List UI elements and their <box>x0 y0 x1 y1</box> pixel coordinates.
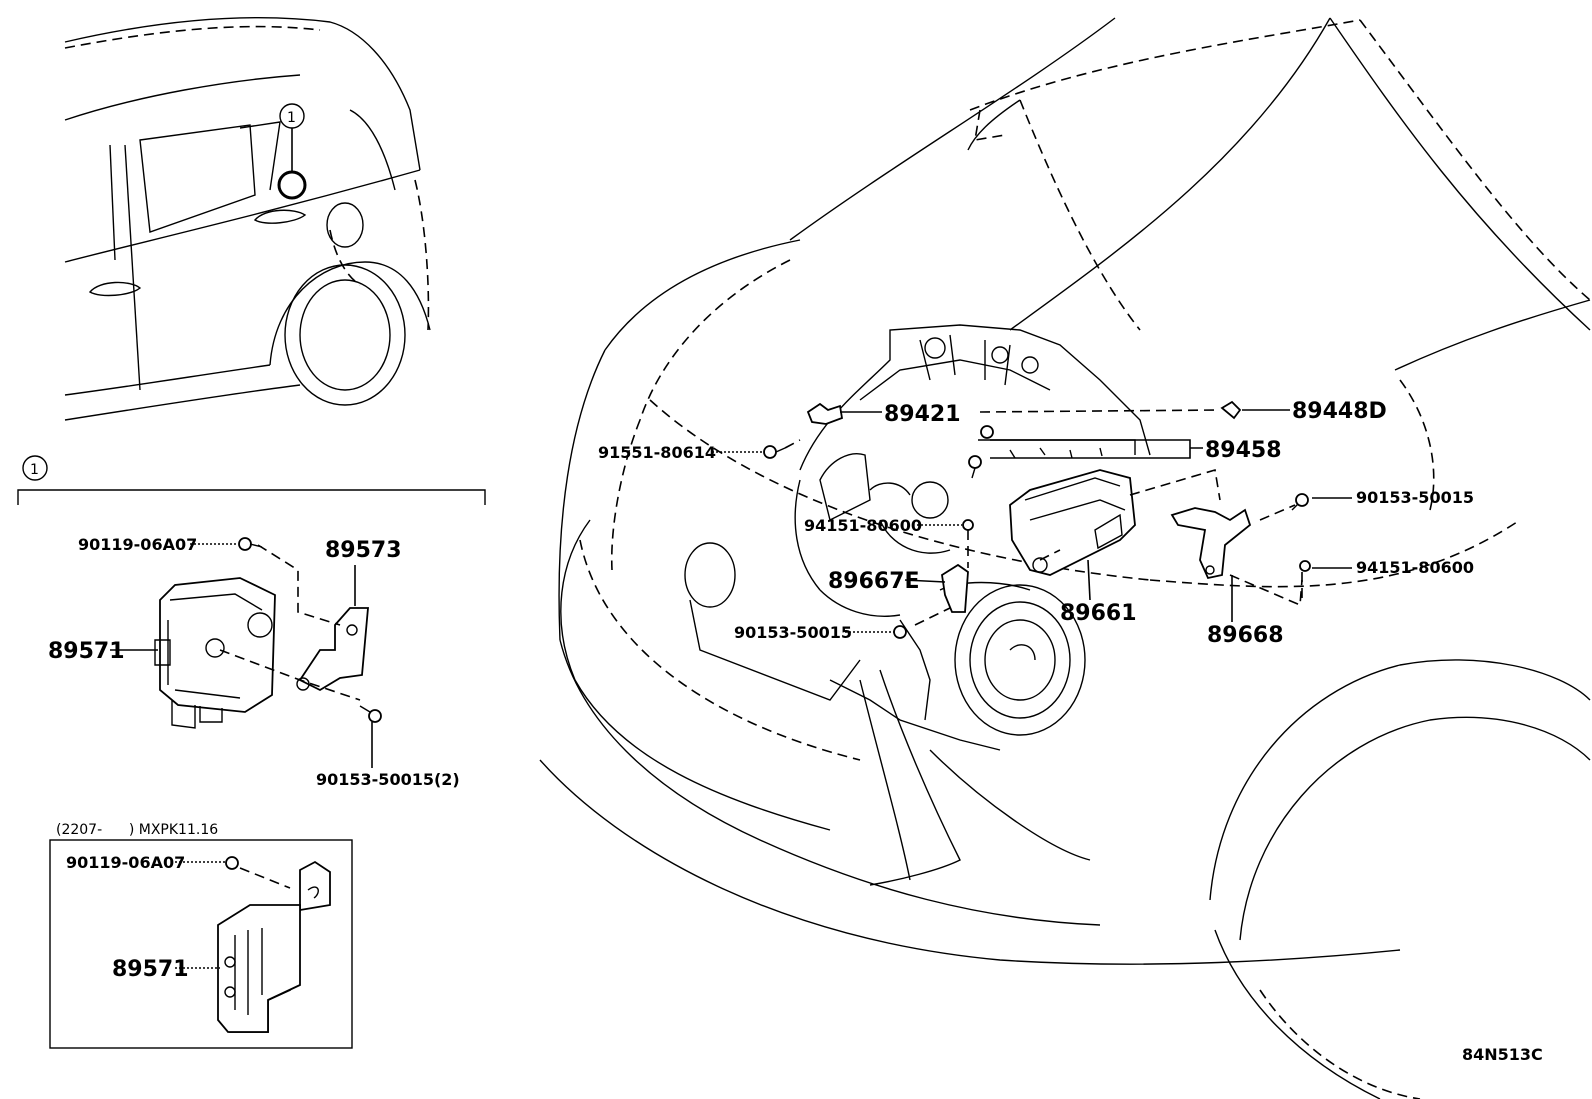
inset-variant-box <box>49 839 353 1049</box>
sensor-89421-shape <box>806 402 844 425</box>
label-90119-06a07: 90119-06A07 <box>78 535 197 554</box>
inset-label-90119-06a07: 90119-06A07 <box>66 853 185 872</box>
front-vehicle-view <box>539 17 1591 1099</box>
bracket-89667e-shape <box>941 563 969 613</box>
ecu-89571-shape <box>159 577 276 713</box>
label-94151-80600-center: 94151-80600 <box>804 516 922 535</box>
label-89458: 89458 <box>1205 438 1282 463</box>
bracket-89573-shape <box>298 607 369 692</box>
label-89661: 89661 <box>1060 601 1137 626</box>
ecu-89661-shape <box>1009 469 1136 576</box>
label-89421: 89421 <box>884 402 961 427</box>
label-90153-50015-2: 90153-50015(2) <box>316 770 460 789</box>
inset-title: (2207- ) MXPK11.16 <box>56 822 218 838</box>
label-90153-50015-center: 90153-50015 <box>734 623 852 642</box>
label-89573: 89573 <box>325 538 402 563</box>
inset-ecu-shape <box>217 904 301 1033</box>
callout-marker-label: 1 <box>287 110 296 126</box>
label-89448d: 89448D <box>1292 399 1387 424</box>
callout-1-group: 1 <box>17 455 486 729</box>
label-89571: 89571 <box>48 639 125 664</box>
bracket-89668-shape <box>1170 507 1252 580</box>
diagram-id: 84N513C <box>1462 1045 1543 1064</box>
part-labels: 89421 89448D 89458 91551-80614 94151-806… <box>48 399 1543 1064</box>
inset-label-89571: 89571 <box>112 957 189 982</box>
leader-lines <box>110 409 1352 969</box>
rear-vehicle-view: 1 <box>64 17 431 421</box>
label-89667e: 89667E <box>828 569 920 594</box>
label-94151-80600-right: 94151-80600 <box>1356 558 1474 577</box>
label-91551-80614: 91551-80614 <box>598 443 716 462</box>
label-89668: 89668 <box>1207 623 1284 648</box>
callout-1-marker: 1 <box>30 462 39 478</box>
label-90153-50015-right: 90153-50015 <box>1356 488 1474 507</box>
